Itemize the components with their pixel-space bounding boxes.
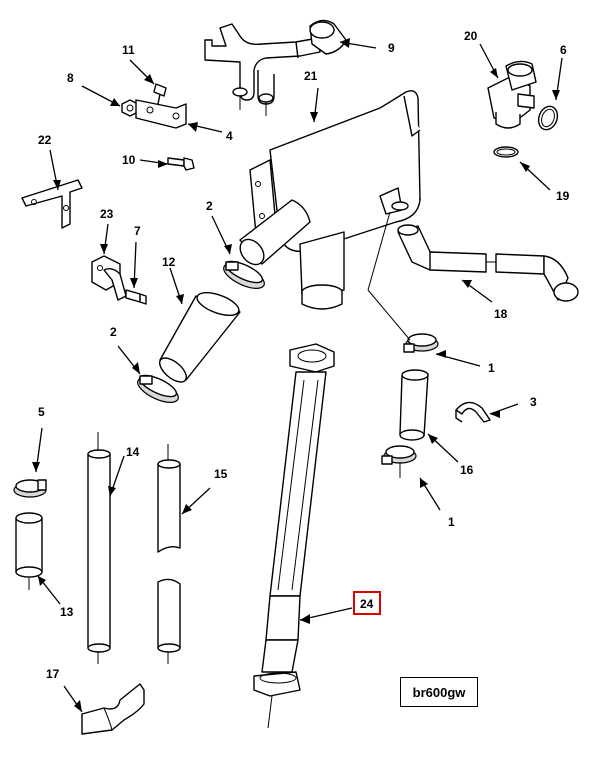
part-21-muffler [239,90,421,310]
part-2-hose-clamp-upper [223,260,265,289]
part-24-flexible-exhaust-hose [253,343,335,729]
label-part-2-upper: 2 [206,199,213,213]
part-2-hose-clamp-lower [137,374,179,403]
label-part-16: 16 [460,463,474,477]
label-part-13: 13 [60,605,74,619]
part-10-bolt [167,157,195,171]
part-22-mounting-bracket [21,179,83,229]
part-6-o-ring [537,105,559,131]
label-part-1-lower: 1 [448,515,455,529]
highlighted-callout-box [353,591,381,615]
part-4-bracket [135,99,187,129]
label-part-22: 22 [38,133,52,147]
reference-code: br600gw [412,684,466,700]
label-part-15: 15 [214,467,228,481]
reference-code-box: br600gw [400,677,478,707]
part-20-elbow-fitting [487,60,537,129]
label-part-2-lower: 2 [110,325,117,339]
part-13-tube [15,512,43,590]
centerline-muffler-2 [367,289,411,341]
part-11-bolt [153,83,167,105]
part-23-clamp-bracket [91,255,127,301]
label-part-4: 4 [226,129,233,143]
part-15-pipe [157,444,181,664]
centerline-muffler [367,211,391,291]
label-part-1-upper: 1 [488,361,495,375]
part-3-clamp [455,401,491,423]
label-part-21: 21 [304,69,318,83]
part-12-hose-sleeve [159,291,241,383]
label-part-14: 14 [126,445,140,459]
part-16-tube [399,369,429,441]
label-part-24: 24 [360,597,374,611]
label-part-11: 11 [122,43,135,57]
part-9-pipe-assembly [204,19,347,116]
part-19-o-ring [493,146,519,158]
label-part-5: 5 [38,405,45,419]
label-part-3: 3 [530,395,537,409]
label-part-18: 18 [494,307,508,321]
part-18-flex-hose [397,224,579,302]
part-17-saddle-bracket [81,683,145,735]
part-1-hose-clamp-lower [381,445,417,465]
label-part-7: 7 [134,224,141,238]
label-part-20: 20 [464,29,478,43]
label-part-9: 9 [388,41,395,55]
label-part-17: 17 [46,667,60,681]
label-part-12: 12 [162,255,176,269]
part-7-bolt [125,289,147,305]
label-part-6: 6 [560,43,567,57]
leader-arrowheads [32,38,560,712]
label-part-10: 10 [122,153,136,167]
part-5-hose-clamp [13,479,47,498]
label-part-23: 23 [100,207,114,221]
part-1-hose-clamp-upper [403,333,439,353]
label-part-8: 8 [67,71,74,85]
label-part-19: 19 [556,189,570,203]
part-14-pipe [87,432,111,664]
part-number-labels: 9 11 8 4 10 21 22 23 7 12 2 2 20 6 19 18… [38,29,570,681]
